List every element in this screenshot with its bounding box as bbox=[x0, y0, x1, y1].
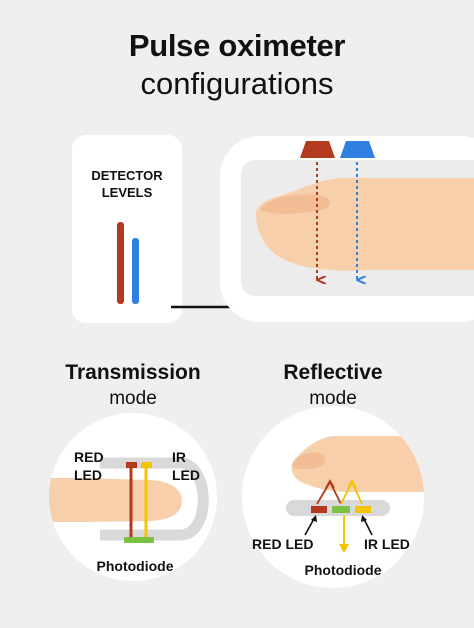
transmission-photodiode-sensor bbox=[124, 537, 154, 543]
transmission-ir-led-top bbox=[141, 462, 152, 468]
red-led-top-icon bbox=[300, 141, 335, 158]
reflective-finger bbox=[291, 436, 424, 492]
reflective-title: Reflective bbox=[283, 361, 383, 384]
ir-led-pointer-head-icon bbox=[361, 515, 367, 522]
reflective-red-led-label: RED LED bbox=[252, 536, 314, 552]
transmission-subtitle: mode bbox=[109, 388, 157, 409]
page-subtitle: configurations bbox=[140, 66, 334, 101]
transmission-red-led-top bbox=[126, 462, 137, 468]
reflective-ir-led bbox=[355, 506, 371, 513]
reflective-subtitle: mode bbox=[309, 388, 357, 409]
transmission-photodiode-label: Photodiode bbox=[96, 558, 174, 574]
transmission-ir-led-label: IR LED bbox=[172, 448, 200, 484]
reflective-yellow-arrowhead-icon bbox=[347, 479, 357, 489]
reflective-ir-led-label: IR LED bbox=[364, 536, 410, 552]
reflective-yellow-down-arrow-icon bbox=[339, 544, 349, 553]
transmission-red-led-label: RED LED bbox=[74, 448, 104, 484]
transmission-title: Transmission bbox=[65, 361, 201, 384]
reflective-photodiode-sensor bbox=[332, 506, 350, 513]
transmission-ir-led-line1: IR bbox=[172, 449, 186, 465]
detector-label-line1: DETECTOR bbox=[91, 168, 163, 183]
detector-levels-card bbox=[72, 135, 182, 323]
reflective-red-led bbox=[311, 506, 327, 513]
fingernail-top bbox=[260, 194, 331, 214]
transmission-red-led-line1: RED bbox=[74, 449, 104, 465]
ir-led-top-icon bbox=[340, 141, 375, 158]
transmission-ir-led-line2: LED bbox=[172, 467, 200, 483]
transmission-clip bbox=[100, 457, 209, 541]
page-title: Pulse oximeter bbox=[128, 28, 346, 63]
detector-bar-red bbox=[117, 222, 124, 304]
reflective-fingernail bbox=[292, 452, 326, 470]
transmission-finger bbox=[49, 478, 182, 522]
detector-levels-label: DETECTOR LEVELS bbox=[72, 167, 182, 201]
detector-bar-blue bbox=[132, 238, 139, 304]
reflective-photodiode-label: Photodiode bbox=[304, 562, 382, 578]
red-led-pointer-head-icon bbox=[311, 515, 317, 522]
reflective-red-arrowhead-icon bbox=[325, 479, 335, 489]
transmission-red-led-line2: LED bbox=[74, 467, 102, 483]
detector-label-line2: LEVELS bbox=[101, 185, 153, 200]
